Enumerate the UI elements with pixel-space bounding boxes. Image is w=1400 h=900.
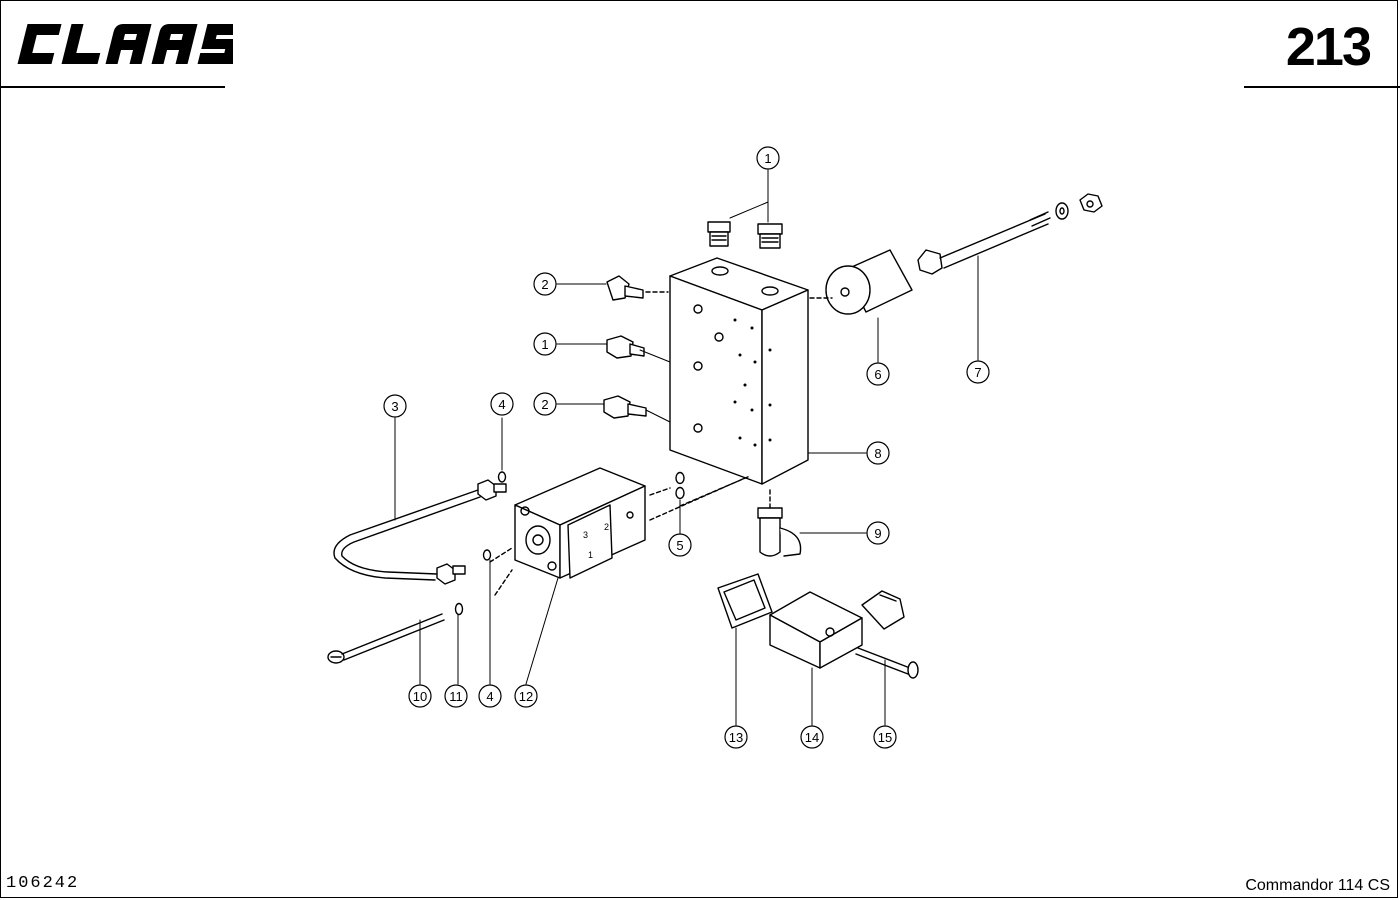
elbow-fitting [757, 489, 802, 557]
fitting-side-middle [606, 335, 645, 359]
fitting-side-upper [606, 275, 669, 301]
claas-logo [17, 24, 233, 64]
connector-gasket [717, 573, 773, 629]
model-name: Commandor 114 CS [1245, 877, 1390, 894]
callout-1-side: 1 [541, 337, 548, 352]
o-ring-upper [497, 471, 507, 483]
callout-10: 10 [413, 689, 427, 704]
callout-3: 3 [391, 399, 398, 414]
plug-connector [769, 590, 905, 669]
header-rule-right [1244, 86, 1400, 88]
o-ring-five-b [675, 486, 685, 500]
callout-7: 7 [974, 365, 981, 380]
callout-9: 9 [874, 526, 881, 541]
callout-5: 5 [676, 538, 683, 553]
callout-2-upper: 2 [541, 277, 548, 292]
callout-15: 15 [878, 730, 892, 745]
callout-4-upper: 4 [498, 397, 505, 412]
solenoid-valve: 3 2 1 [514, 467, 751, 579]
header-rule-left [0, 86, 225, 88]
fitting-top-left [707, 221, 731, 247]
svg-text:1: 1 [588, 550, 593, 560]
fitting-side-lower [603, 395, 647, 419]
spacer-cylinder [809, 249, 913, 315]
callout-4-lower: 4 [486, 689, 493, 704]
callout-12: 12 [519, 689, 533, 704]
page-number: 213 [1285, 17, 1372, 77]
callout-13: 13 [729, 730, 743, 745]
svg-text:3: 3 [583, 530, 588, 540]
manifold-block [669, 257, 809, 485]
long-bolt [917, 193, 1103, 275]
callout-1-top: 1 [764, 151, 771, 166]
small-screw [855, 647, 919, 679]
o-ring-five-a [675, 471, 685, 485]
svg-text:2: 2 [604, 522, 609, 532]
callout-2-lower: 2 [541, 397, 548, 412]
o-ring-lower [482, 549, 492, 561]
callout-14: 14 [805, 730, 819, 745]
fitting-top-right [757, 223, 783, 249]
callout-6: 6 [874, 367, 881, 382]
pipe-line [333, 479, 507, 585]
reference-number: 106242 [6, 874, 80, 893]
callout-8: 8 [874, 446, 881, 461]
callout-11: 11 [449, 689, 463, 704]
washer [454, 602, 464, 616]
long-screw [327, 602, 464, 664]
